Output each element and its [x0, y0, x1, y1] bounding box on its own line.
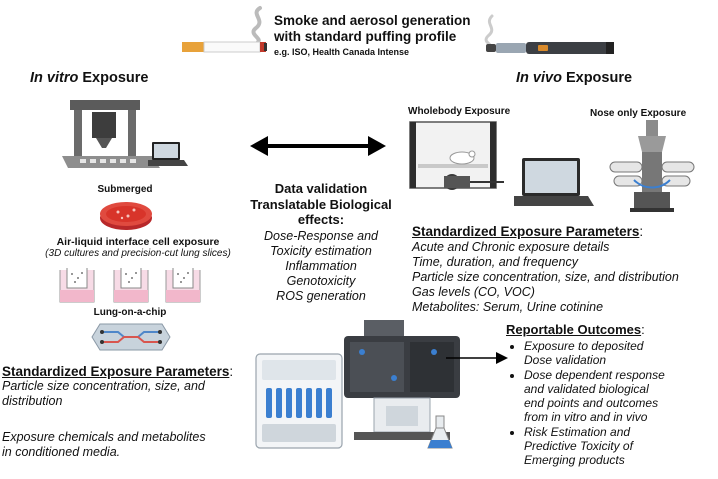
exposure-robot-icon — [60, 98, 190, 176]
outcomes-heading-text: Reportable Outcomes — [506, 322, 642, 337]
title-rest: Exposure — [561, 70, 633, 86]
params-line: Gas levels (CO, VOC) — [412, 285, 535, 299]
params-heading-text: Standardized Exposure Parameters — [2, 364, 230, 379]
center-effects-list: Dose-Response and Toxicity estimation In… — [236, 229, 406, 304]
ali-block: Air-liquid interface cell exposure (3D c… — [18, 236, 258, 259]
params-line: Particle size concentration, size, and — [2, 379, 205, 393]
effect-item: Toxicity estimation — [270, 244, 372, 258]
params-heading: Standardized Exposure Parameters: — [412, 224, 718, 240]
wholebody-label: Wholebody Exposure — [408, 106, 511, 117]
title-italic: In vivo — [516, 70, 562, 86]
effect-item: ROS generation — [276, 289, 366, 303]
outcome-line: Dose validation — [524, 353, 607, 367]
outcome-line: and validated biological — [524, 382, 649, 396]
outcome-line: Emerging products — [524, 453, 625, 467]
laptop-icon — [148, 140, 188, 168]
flask-icon — [426, 414, 454, 452]
params-line: Particle size concentration, size, and d… — [412, 270, 679, 284]
in-vivo-title: In vivo Exposure — [516, 70, 632, 86]
double-arrow-icon — [250, 134, 386, 158]
outcome-line: Risk Estimation and — [524, 425, 631, 439]
in-vitro-params: Standardized Exposure Parameters: Partic… — [2, 364, 267, 409]
params-heading-colon: : — [229, 364, 234, 379]
effect-item: Dose-Response and — [264, 229, 378, 243]
outcomes-arrow-icon — [446, 348, 508, 368]
outcome-line: Predictive Toxicity of — [524, 439, 633, 453]
outcome-line: end points and outcomes — [524, 396, 659, 410]
params-heading-colon: : — [639, 224, 644, 239]
petri-dish-icon — [98, 196, 154, 232]
chem-line: in conditioned media. — [2, 445, 121, 459]
submerged-label: Submerged — [97, 184, 153, 195]
laptop-icon — [514, 156, 594, 208]
outcomes-heading-colon: : — [641, 322, 645, 337]
params-line: Acute and Chronic exposure details — [412, 240, 610, 254]
title-rest: Exposure — [78, 70, 149, 86]
params-line: Time, duration, and frequency — [412, 255, 578, 269]
chem-line: Exposure chemicals and metabolites — [2, 430, 206, 444]
center-heading-line: Data validation — [274, 181, 368, 196]
smoke-generation-title: Smoke and aerosol generation with standa… — [274, 13, 514, 45]
microscope-station-icon — [334, 318, 470, 444]
outcome-item: Risk Estimation and Predictive Toxicity … — [524, 425, 716, 467]
header-title-line: with standard puffing profile — [274, 29, 457, 44]
cigarette-icon — [180, 0, 270, 60]
wholebody-chamber-icon — [404, 118, 514, 198]
lung-chip-icon — [90, 322, 172, 352]
outcomes-list: Exposure to deposited Dose validation Do… — [506, 339, 716, 467]
outcome-line: from in vitro and in vivo — [524, 410, 648, 424]
params-heading-text: Standardized Exposure Parameters — [412, 224, 640, 239]
outcome-line: Exposure to deposited — [524, 339, 644, 353]
header-title-line: Smoke and aerosol generation — [274, 13, 471, 28]
in-vitro-title: In vitro Exposure — [30, 70, 148, 86]
nose-only-label: Nose only Exposure — [590, 108, 687, 119]
in-vivo-params: Standardized Exposure Parameters: Acute … — [412, 224, 718, 315]
lung-chip-label: Lung-on-a-chip — [93, 307, 167, 318]
puffing-profile-subtitle: e.g. ISO, Health Canada Intense — [274, 47, 410, 57]
center-heading-line: effects: — [297, 212, 345, 227]
title-italic: In vitro — [30, 70, 79, 86]
outcome-item: Dose dependent response and validated bi… — [524, 368, 716, 424]
params-line: Metabolites: Serum, Urine cotinine — [412, 300, 604, 314]
outcomes-heading: Reportable Outcomes: — [506, 322, 716, 337]
ali-subtitle: (3D cultures and precision-cut lung slic… — [45, 248, 231, 259]
transwell-icon — [56, 264, 206, 306]
chromatography-icon — [254, 348, 346, 452]
outcome-line: Dose dependent response — [524, 368, 665, 382]
params-heading: Standardized Exposure Parameters: — [2, 364, 267, 379]
in-vitro-chemicals: Exposure chemicals and metabolites in co… — [2, 430, 267, 460]
effect-item: Inflammation — [285, 259, 357, 273]
reportable-outcomes: Reportable Outcomes: Exposure to deposit… — [506, 322, 716, 468]
params-line: distribution — [2, 394, 63, 408]
ali-title: Air-liquid interface cell exposure — [56, 236, 220, 248]
center-heading: Data validation Translatable Biological … — [236, 181, 406, 228]
effect-item: Genotoxicity — [286, 274, 356, 288]
nose-only-tower-icon — [604, 118, 700, 218]
outcome-item: Exposure to deposited Dose validation — [524, 339, 716, 367]
e-cigarette-icon — [478, 12, 628, 62]
center-heading-line: Translatable Biological — [250, 196, 392, 212]
